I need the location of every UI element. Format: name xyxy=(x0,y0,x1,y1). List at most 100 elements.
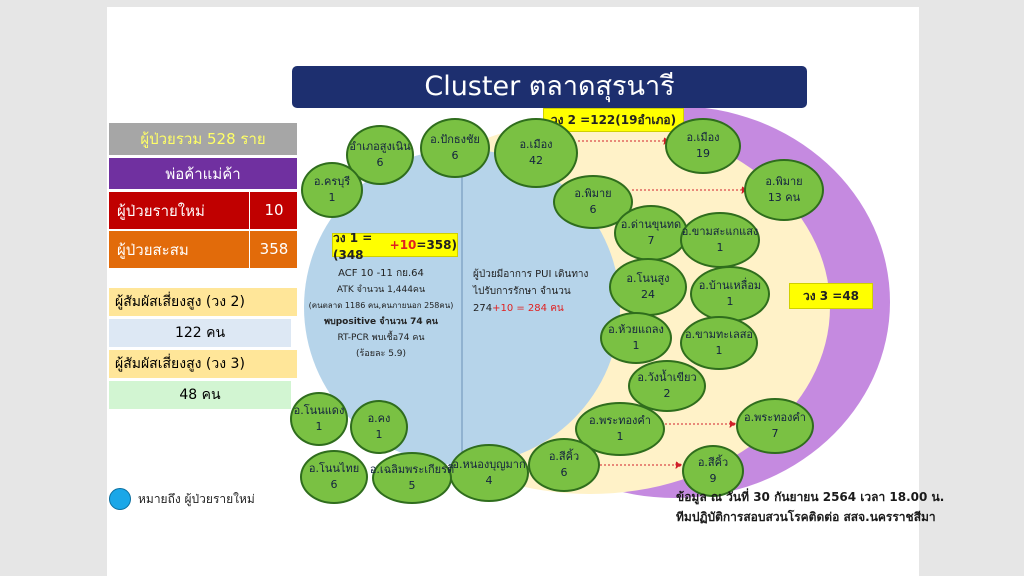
bubble-kham-thale-so: อ.ขามทะเลสอ 1 xyxy=(680,316,758,370)
bubble-name: อ.ปักธงชัย xyxy=(430,132,480,146)
ring1-pui-notes: ผู้ป่วยมีอาการ PUI เดินทาง ไปรับการรักษา… xyxy=(473,266,623,317)
bubble-name: อ.โนนสูง xyxy=(626,271,670,285)
percent-line: (ร้อยละ 5.9) xyxy=(355,349,407,359)
bubble-name: อ.เมือง xyxy=(519,137,553,151)
bubble-count: 1 xyxy=(328,191,336,204)
bubble-count: 6 xyxy=(376,156,384,169)
bubble-name: อ.สีคิ้ว xyxy=(548,449,580,463)
bubble-phimai-ring3: อ.พิมาย 13 คน xyxy=(744,159,824,221)
bubble-count: 1 xyxy=(715,344,723,357)
market-people-line: (คนตลาด 1186 คน,คนภายนอก 258คน) xyxy=(308,301,454,310)
ring3-contacts-label: ผู้สัมผัสเสี่ยงสูง (วง 3) xyxy=(115,356,245,372)
pui-base: 274 xyxy=(473,303,493,314)
bubble-count: 13 คน xyxy=(767,191,801,204)
bubble-name: อ.พระทองคำ xyxy=(744,410,806,424)
bubble-name: อ.พิมาย xyxy=(765,174,803,188)
bubble-name: อำเภอสูงเนิน xyxy=(349,139,411,153)
cumulative-row: ผู้ป่วยสะสม 358 xyxy=(109,231,297,268)
acf-line: ACF 10 -11 กย.64 xyxy=(338,268,424,279)
bubble-count: 1 xyxy=(375,428,383,441)
ring3-badge: วง 3 =48 xyxy=(789,283,873,309)
ring3-contacts-label-box: ผู้สัมผัสเสี่ยงสูง (วง 3) xyxy=(109,350,297,378)
new-cases-value: 10 xyxy=(249,192,298,229)
bubble-count: 19 xyxy=(696,147,710,160)
ring1-badge-a: วง 1 = (348 xyxy=(333,230,373,262)
bubble-name: อ.คง xyxy=(367,411,391,425)
bubble-name: อ.ขามทะเลสอ xyxy=(684,327,754,341)
bubble-count: 2 xyxy=(663,387,671,400)
bubble-count: 1 xyxy=(315,420,323,433)
bubble-name: อ.วังน้ำเขียว xyxy=(637,370,697,384)
pui-line2: ไปรับการรักษา จำนวน xyxy=(473,286,571,297)
ring3-contacts-value: 48 คน xyxy=(179,387,221,403)
bubble-non-sung: อ.โนนสูง 24 xyxy=(609,258,687,316)
bubble-count: 7 xyxy=(771,427,779,440)
bubble-khong: อ.คง 1 xyxy=(350,400,408,454)
bubble-count: 1 xyxy=(616,430,624,443)
bubble-count: 5 xyxy=(408,479,416,492)
bubble-name: อ.ห้วยแถลง xyxy=(608,322,664,336)
bubble-name: อ.บ้านเหลื่อม xyxy=(698,278,762,292)
ring1-badge-b: +10 xyxy=(389,238,417,252)
bubble-count: 1 xyxy=(716,241,724,254)
bubble-name: อ.ด่านขุนทด xyxy=(620,217,682,231)
bubble-sikhio-ring2: อ.สีคิ้ว 6 xyxy=(528,438,600,492)
bubble-nong-bun-mak: อ.หนองบุญมาก 4 xyxy=(449,444,529,502)
bubble-name: อ.เฉลิมพระเกียรติ xyxy=(369,462,455,476)
bubble-kham-sakaesaeng: อ.ขามสะแกแสง 1 xyxy=(680,212,760,268)
bubble-khon-buri: อ.ครบุรี 1 xyxy=(301,162,363,218)
legend-text: หมายถึง ผู้ป่วยรายใหม่ xyxy=(138,491,255,506)
atk-line: ATK จำนวน 1,444คน xyxy=(336,285,426,295)
total-patients-banner: ผู้ป่วยรวม 528 ราย xyxy=(109,123,297,155)
bubble-name: อ.โนนไทย xyxy=(308,461,360,475)
bubble-name: อ.พระทองคำ xyxy=(589,413,651,427)
bubble-mueang-ring2: อ.เมือง 42 xyxy=(494,118,578,188)
bubble-name: อ.พิมาย xyxy=(574,186,612,200)
cumulative-label: ผู้ป่วยสะสม xyxy=(117,240,189,259)
bubble-count: 24 xyxy=(641,288,655,301)
new-case-dot-icon xyxy=(109,488,131,510)
vendors-banner: พ่อค้าแม่ค้า xyxy=(109,158,297,189)
bubble-pak-thong-chai: อ.ปักธงชัย 6 xyxy=(420,118,490,178)
ring1-acf-notes: ACF 10 -11 กย.64 ATK จำนวน 1,444คน (คนตล… xyxy=(306,266,456,362)
ring2-contacts-value: 122 คน xyxy=(174,325,226,341)
bubble-count: 42 xyxy=(529,154,543,167)
legend: หมายถึง ผู้ป่วยรายใหม่ xyxy=(109,488,255,510)
positive-line: พบpositive จำนวน 74 คน xyxy=(324,317,438,327)
bubble-non-thai: อ.โนนไทย 6 xyxy=(300,450,368,504)
bubble-wang-nam-khiao: อ.วังน้ำเขียว 2 xyxy=(628,360,706,412)
vendors-text: พ่อค้าแม่ค้า xyxy=(165,164,241,183)
team-note: ทีมปฏิบัติการสอบสวนโรคติดต่อ สสจ.นครราชส… xyxy=(676,510,936,524)
rtpcr-line: RT-PCR พบเชื้อ74 คน xyxy=(337,333,425,343)
bubble-count: 1 xyxy=(632,339,640,352)
pui-added: +10 = 284 คน xyxy=(492,303,564,314)
data-date-note: ข้อมูล ณ วันที่ 30 กันยายน 2564 เวลา 18.… xyxy=(676,490,945,504)
bubble-count: 6 xyxy=(589,203,597,216)
bubble-sung-noen: อำเภอสูงเนิน 6 xyxy=(346,125,414,185)
pui-line3: 274+10 = 284 คน xyxy=(473,300,623,317)
bubble-chaloem-phra-kiat: อ.เฉลิมพระเกียรติ 5 xyxy=(369,452,455,504)
new-cases-row: ผู้ป่วยรายใหม่ 10 xyxy=(109,192,297,229)
pui-line1: ผู้ป่วยมีอาการ PUI เดินทาง xyxy=(473,269,589,280)
bubble-name: อ.สีคิ้ว xyxy=(697,455,729,469)
bubble-count: 4 xyxy=(485,474,493,487)
bubble-name: อ.โนนแดง xyxy=(293,403,345,417)
bubble-ban-lueam: อ.บ้านเหลื่อม 1 xyxy=(690,266,770,322)
bubble-name: อ.ครบุรี xyxy=(313,174,351,188)
bubble-count: 6 xyxy=(451,149,459,162)
bubble-count: 7 xyxy=(647,234,655,247)
bubble-name: อ.หนองบุญมาก xyxy=(452,457,526,471)
bubble-count: 9 xyxy=(709,472,717,485)
bubble-name: อ.ขามสะแกแสง xyxy=(681,224,759,238)
ring2-contacts-value-box: 122 คน xyxy=(109,319,291,347)
ring1-badge: วง 1 = (348 +10 =358) xyxy=(332,231,458,262)
ring2-contacts-label-box: ผู้สัมผัสเสี่ยงสูง (วง 2) xyxy=(109,288,297,316)
bubble-count: 6 xyxy=(330,478,338,491)
ring3-contacts-value-box: 48 คน xyxy=(109,381,291,409)
bubble-dan-khun-thot: อ.ด่านขุนทด 7 xyxy=(614,205,688,261)
bubble-count: 6 xyxy=(560,466,568,479)
bubble-sikhio-ring3: อ.สีคิ้ว 9 xyxy=(682,445,744,497)
bubble-count: 1 xyxy=(726,295,734,308)
ring1-badge-c: =358) xyxy=(416,238,457,252)
